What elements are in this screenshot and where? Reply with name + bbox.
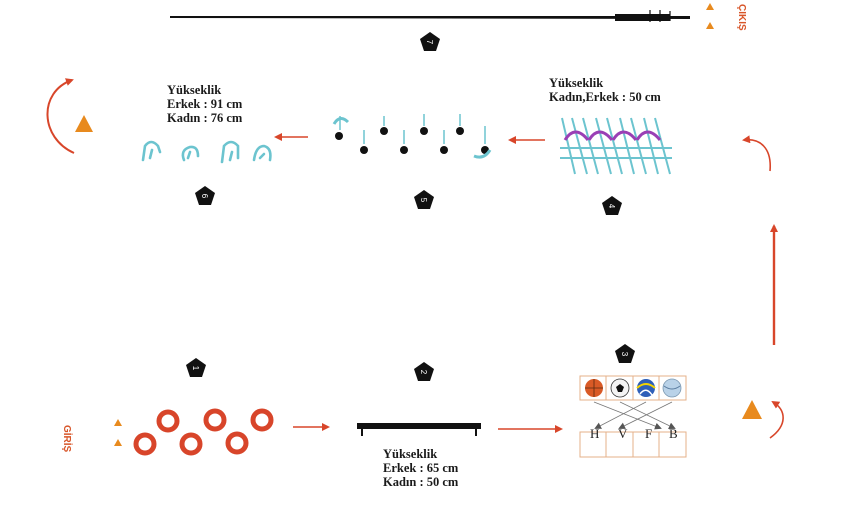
handball-icon xyxy=(662,378,682,398)
station-4-height: Kadın,Erkek : 50 cm xyxy=(549,90,661,104)
ring-icon xyxy=(250,408,274,432)
station-5-badge xyxy=(414,190,434,209)
station-4-label: Yükseklik Kadın,Erkek : 50 cm xyxy=(549,76,661,104)
station-4-hurdles xyxy=(560,117,672,175)
station-2-label: Yükseklik Erkek : 65 cm Kadın : 50 cm xyxy=(383,447,458,489)
exit-cone-icon xyxy=(706,3,714,10)
station-4-number: 4 xyxy=(607,204,616,209)
station-3-number: 3 xyxy=(620,352,629,357)
station-1-rings xyxy=(133,408,274,456)
basketball-icon xyxy=(585,379,603,397)
station-2-badge xyxy=(414,362,434,381)
station-6-number: 6 xyxy=(200,194,209,199)
station-1-number: 1 xyxy=(191,366,200,371)
station-2-bench xyxy=(357,423,481,436)
turn-arrow-icon xyxy=(46,78,75,154)
ring-icon xyxy=(225,431,249,455)
finish-line xyxy=(170,10,690,22)
station-2-title: Yükseklik xyxy=(383,447,438,461)
station-6-hurdles xyxy=(141,140,272,164)
turn-cone-icon xyxy=(742,400,762,419)
station-6-badge xyxy=(195,186,215,205)
station-1-badge xyxy=(186,358,206,377)
station-6-men-height: Erkek : 91 cm xyxy=(167,97,243,111)
station-6-label: Yükseklik Erkek : 91 cm Kadın : 76 cm xyxy=(167,83,242,125)
target-label-b: B xyxy=(669,426,678,441)
ring-icon xyxy=(133,432,157,456)
station-6-title: Yükseklik xyxy=(167,83,222,97)
station-2-women-height: Kadın : 50 cm xyxy=(383,475,459,489)
station-3-balls xyxy=(579,375,687,458)
football-icon xyxy=(610,378,630,398)
station-2-men-height: Erkek : 65 cm xyxy=(383,461,459,475)
turn-arrow-icon xyxy=(742,135,771,172)
station-3-badge xyxy=(615,344,635,363)
ring-icon xyxy=(156,409,180,433)
turn-cone-icon xyxy=(75,115,93,132)
station-7-badge xyxy=(420,32,440,51)
station-6-women-height: Kadın : 76 cm xyxy=(167,111,243,125)
entrance-cone-icon xyxy=(114,419,122,426)
station-4-title: Yükseklik xyxy=(549,76,604,90)
target-label-v: V xyxy=(618,426,628,441)
station-5-slalom xyxy=(332,114,492,159)
station-4-badge xyxy=(602,196,622,215)
volleyball-icon xyxy=(636,379,656,397)
ring-icon xyxy=(179,432,203,456)
entrance-cone-icon xyxy=(114,439,122,446)
station-5-number: 5 xyxy=(419,198,428,203)
station-7-number: 7 xyxy=(425,40,434,45)
exit-cone-icon xyxy=(706,22,714,29)
target-label-f: F xyxy=(645,426,653,441)
turn-arrow-icon xyxy=(769,400,784,439)
target-label-h: H xyxy=(590,426,600,441)
entrance-label: GİRİŞ xyxy=(61,425,72,453)
station-2-number: 2 xyxy=(419,370,428,375)
ring-icon xyxy=(203,408,227,432)
station-badges: 1 2 3 4 5 6 7 xyxy=(186,32,635,381)
exit-label: ÇIKIŞ xyxy=(736,4,747,31)
